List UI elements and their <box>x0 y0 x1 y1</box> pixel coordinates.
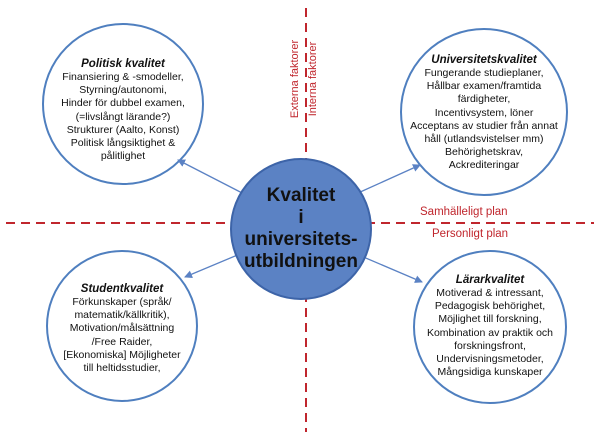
center-circle <box>230 158 372 300</box>
universitet-line: Hållbar examen/framtida <box>426 80 542 93</box>
politisk-line: Finansiering & -smodeller, <box>62 71 184 83</box>
politisk-line: (=livslångt lärande?) <box>75 110 171 123</box>
politisk-line: Politisk långsiktighet & <box>70 137 176 150</box>
student-title: Studentkvalitet <box>80 283 164 295</box>
politisk-line: Strukturer (Aalto, Konst) <box>66 123 180 136</box>
universitet-title: Universitetskvalitet <box>431 54 537 66</box>
center-line: utbildningen <box>244 251 358 272</box>
larar-line: Mångsidiga kunskaper <box>437 366 543 379</box>
arrow-to-universitet <box>357 164 421 194</box>
student-line: [Ekonomiska] Möjligheter <box>63 348 181 361</box>
politisk-title: Politisk kvalitet <box>81 58 165 70</box>
center-line: universitets- <box>244 229 358 250</box>
samhalleligt-plan-label: Samhälleligt plan <box>420 206 508 218</box>
larar-line: Möjlighet till forskning, <box>438 313 542 326</box>
politisk-circle <box>42 23 204 185</box>
larar-title: Lärarkvalitet <box>455 274 525 286</box>
politisk-line: Styrning/autonomi, <box>79 84 167 97</box>
arrow-to-politisk <box>177 159 249 197</box>
larar-line: Motiverad & intressant, <box>436 287 544 299</box>
larar-circle <box>413 250 567 404</box>
studentkvalitet: Studentkvalitet Förkunskaper (språk/ mat… <box>52 282 192 375</box>
politisk-kvalitet: Politisk kvalitet Finansiering & -smodel… <box>48 57 198 163</box>
student-line: till heltidsstudier, <box>83 362 161 375</box>
politisk-line: pålitlighet <box>100 150 146 163</box>
student-circle <box>46 250 198 402</box>
personligt-plan-label: Personligt plan <box>432 228 509 240</box>
universitet-line: Ackrediteringar <box>448 159 520 172</box>
universitet-line: håll (utlandsvistelser mm) <box>424 133 544 146</box>
universitet-line: Behörighetskrav, <box>444 146 523 159</box>
politisk-line: Hinder för dubbel examen, <box>61 97 185 110</box>
student-line: /Free Raider, <box>91 335 153 348</box>
interna-faktorer-label: Interna faktorer <box>307 41 319 117</box>
universitet-circle <box>400 28 568 196</box>
student-line: Förkunskaper (språk/ <box>72 296 172 308</box>
universitet-line: färdigheter, <box>457 93 511 106</box>
larar-line: forskningsfront, <box>454 339 526 352</box>
center-line: i <box>298 207 304 228</box>
universitet-line: Fungerande studieplaner, <box>424 67 544 79</box>
externa-faktorer-label: Externa faktorer <box>289 39 301 119</box>
student-line: Motivation/målsättning <box>69 322 175 335</box>
center-line: Kvalitet <box>266 185 336 206</box>
lararkvalitet: Lärarkvalitet Motiverad & intressant, Pe… <box>416 273 564 379</box>
universitet-line: Incentivsystem, löner <box>434 106 534 119</box>
center-title: Kvalitet i universitets- utbildningen <box>231 158 371 300</box>
larar-line: Pedagogisk behörighet, <box>434 300 546 313</box>
student-line: matematik/källkritik), <box>74 309 170 322</box>
larar-line: Undervisningsmetoder, <box>436 353 544 366</box>
universitet-line: Acceptans av studier från annat <box>410 119 558 132</box>
larar-line: Kombination av praktik och <box>426 326 554 339</box>
universitetskvalitet: Universitetskvalitet Fungerande studiepl… <box>404 53 564 173</box>
